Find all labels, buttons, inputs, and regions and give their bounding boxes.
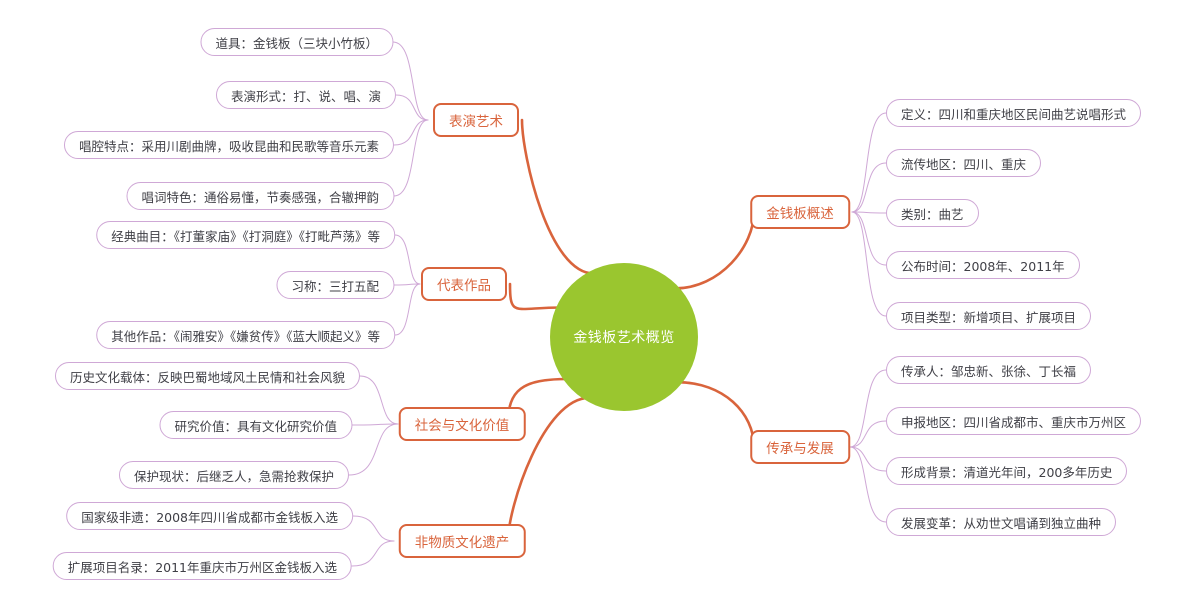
leaf-node-intangible-cultural-heritage-1[interactable]: 扩展项目名录：2011年重庆市万州区金钱板入选 bbox=[52, 552, 352, 580]
leaf-edge-performing-arts-2 bbox=[393, 119, 429, 146]
branch-edge-representative-works bbox=[508, 282, 562, 311]
leaf-node-inheritance-development-2[interactable]: 形成背景：清道光年间，200多年历史 bbox=[886, 457, 1128, 485]
leaf-node-inheritance-development-1[interactable]: 申报地区：四川省成都市、重庆市万州区 bbox=[886, 407, 1142, 435]
leaf-edge-overview-1 bbox=[851, 162, 887, 213]
leaf-node-performing-arts-2[interactable]: 唱腔特点：采用川剧曲牌，吸收昆曲和民歌等音乐元素 bbox=[63, 131, 394, 159]
branch-node-social-cultural-value[interactable]: 社会与文化价值 bbox=[398, 407, 526, 441]
leaf-edge-overview-4 bbox=[851, 211, 887, 317]
leaf-node-performing-arts-0[interactable]: 道具：金钱板（三块小竹板） bbox=[200, 28, 393, 56]
leaf-node-overview-1[interactable]: 流传地区：四川、重庆 bbox=[886, 149, 1042, 177]
branch-edge-performing-arts bbox=[520, 118, 596, 275]
leaf-edge-inheritance-development-3 bbox=[849, 446, 887, 523]
root-node[interactable]: 金钱板艺术概览 bbox=[550, 263, 698, 411]
leaf-node-social-cultural-value-2[interactable]: 保护现状：后继乏人，急需抢救保护 bbox=[118, 461, 349, 489]
branch-edge-overview bbox=[673, 210, 756, 290]
branch-node-overview[interactable]: 金钱板概述 bbox=[750, 195, 850, 229]
leaf-edge-inheritance-development-1 bbox=[849, 420, 887, 448]
leaf-node-inheritance-development-3[interactable]: 发展变革：从劝世文唱诵到独立曲种 bbox=[886, 508, 1117, 536]
leaf-edge-performing-arts-3 bbox=[393, 119, 429, 197]
leaf-edge-overview-3 bbox=[851, 211, 887, 266]
leaf-node-overview-0[interactable]: 定义：四川和重庆地区民间曲艺说唱形式 bbox=[886, 99, 1142, 127]
leaf-edge-representative-works-0 bbox=[394, 234, 421, 285]
leaf-node-inheritance-development-0[interactable]: 传承人：邹忠新、张徐、丁长福 bbox=[886, 356, 1092, 384]
leaf-edge-inheritance-development-2 bbox=[849, 446, 887, 472]
leaf-edge-representative-works-1 bbox=[393, 283, 421, 286]
leaf-edge-performing-arts-1 bbox=[395, 94, 429, 121]
leaf-edge-social-cultural-value-2 bbox=[348, 423, 399, 476]
branch-edge-inheritance-development bbox=[676, 380, 756, 449]
leaf-edge-representative-works-2 bbox=[394, 283, 421, 336]
leaf-node-social-cultural-value-0[interactable]: 历史文化载体：反映巴蜀地域风土民情和社会风貌 bbox=[54, 362, 360, 390]
leaf-edge-social-cultural-value-1 bbox=[351, 423, 399, 426]
leaf-node-representative-works-0[interactable]: 经典曲目：《打董家庙》《打洞庭》《打毗芦荡》等 bbox=[96, 221, 395, 249]
leaf-node-overview-3[interactable]: 公布时间：2008年、2011年 bbox=[886, 251, 1080, 279]
branch-node-intangible-cultural-heritage[interactable]: 非物质文化遗产 bbox=[398, 524, 526, 558]
leaf-edge-inheritance-development-0 bbox=[849, 369, 887, 448]
leaf-node-overview-2[interactable]: 类别：曲艺 bbox=[886, 199, 979, 227]
leaf-edge-overview-0 bbox=[851, 112, 887, 213]
branch-node-inheritance-development[interactable]: 传承与发展 bbox=[750, 430, 850, 464]
leaf-edge-intangible-cultural-heritage-1 bbox=[351, 540, 395, 567]
leaf-node-representative-works-2[interactable]: 其他作品：《闹雅安》《嫌贫传》《蓝大顺起义》等 bbox=[96, 321, 395, 349]
leaf-node-overview-4[interactable]: 项目类型：新增项目、扩展项目 bbox=[886, 302, 1092, 330]
leaf-edge-social-cultural-value-0 bbox=[359, 375, 399, 425]
leaf-node-representative-works-1[interactable]: 习称：三打五配 bbox=[276, 271, 394, 299]
leaf-edge-performing-arts-0 bbox=[392, 41, 429, 121]
leaf-node-intangible-cultural-heritage-0[interactable]: 国家级非遗：2008年四川省成都市金钱板入选 bbox=[66, 502, 353, 530]
leaf-edge-intangible-cultural-heritage-0 bbox=[352, 515, 395, 542]
branch-node-representative-works[interactable]: 代表作品 bbox=[421, 267, 507, 301]
leaf-node-performing-arts-3[interactable]: 唱词特色：通俗易懂，节奏感强，合辙押韵 bbox=[126, 182, 394, 210]
leaf-edge-overview-2 bbox=[851, 211, 887, 214]
branch-node-performing-arts[interactable]: 表演艺术 bbox=[433, 103, 519, 137]
leaf-node-social-cultural-value-1[interactable]: 研究价值：具有文化研究价值 bbox=[159, 411, 352, 439]
leaf-node-performing-arts-1[interactable]: 表演形式：打、说、唱、演 bbox=[215, 81, 396, 109]
